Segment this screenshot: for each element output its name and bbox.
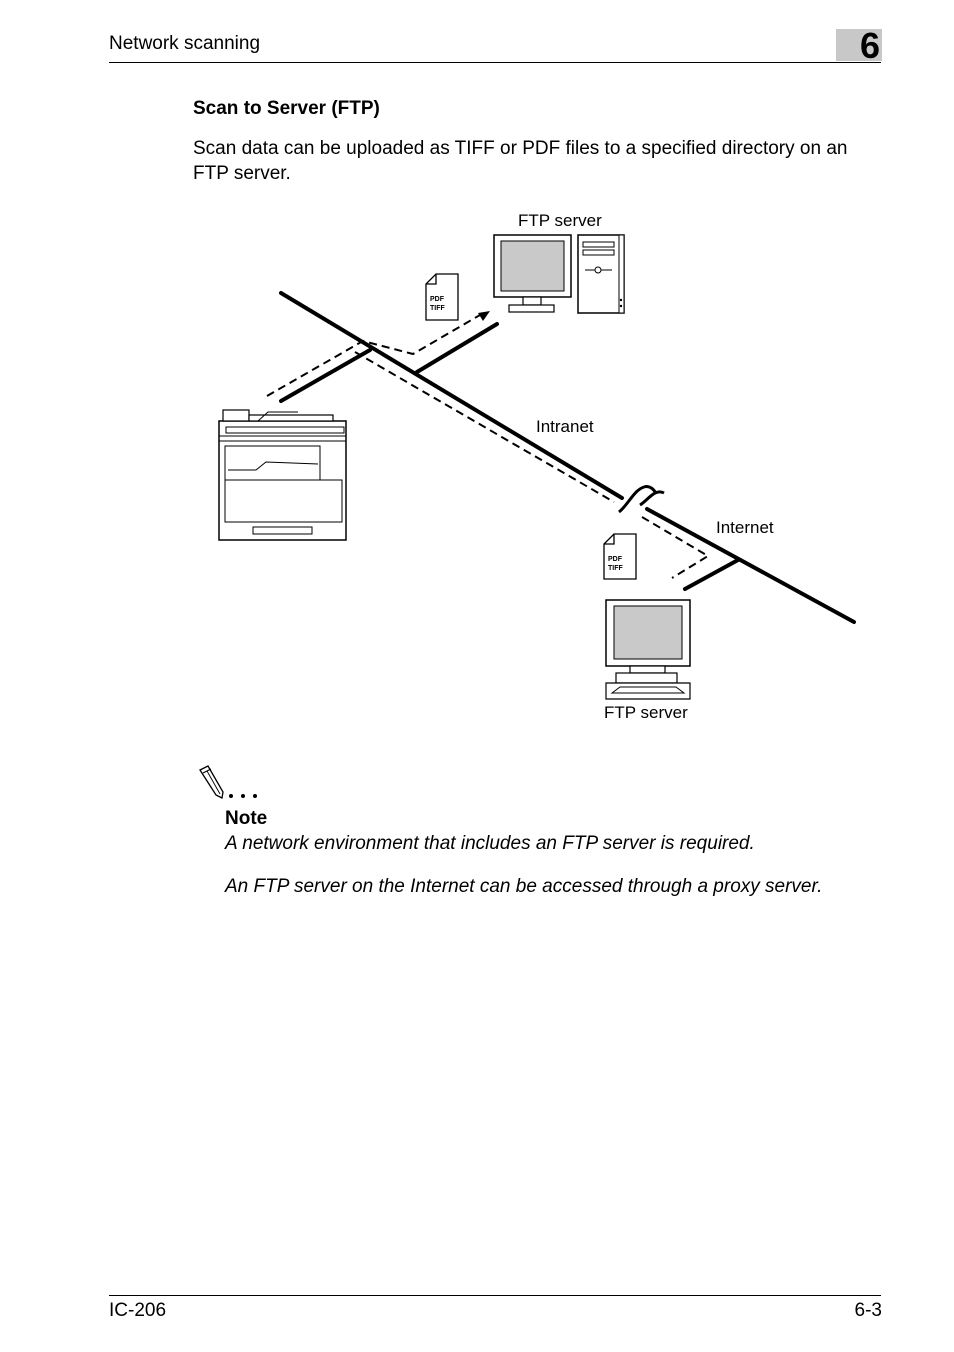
mfp-icon	[218, 409, 347, 541]
internet-line	[645, 507, 856, 624]
intranet-label: Intranet	[536, 417, 594, 436]
footer-rule	[109, 1295, 881, 1296]
note-line-2: An FTP server on the Internet can be acc…	[225, 876, 823, 897]
ftp-server-bottom-icon	[605, 599, 691, 700]
ftp-bottom-branch-line	[683, 558, 740, 591]
intranet-line	[279, 291, 624, 500]
file-icon-top: PDF TIFF	[425, 273, 459, 321]
footer-page-number: 6-3	[854, 1300, 882, 1321]
pencil-note-icon	[199, 765, 257, 799]
chapter-tab	[836, 29, 882, 61]
file-icon-bottom: PDF TIFF	[603, 533, 637, 580]
file-icon-top-label2: TIFF	[430, 305, 445, 312]
ftp-top-branch-line	[415, 322, 499, 374]
internet-label: Internet	[716, 518, 774, 537]
mfp-branch-line	[279, 348, 372, 403]
network-diagram: PDF TIFF PDF TIFF	[218, 211, 856, 722]
running-header: Network scanning	[109, 33, 261, 54]
chapter-number: 6	[859, 25, 880, 66]
header-rule	[109, 62, 881, 63]
dashed-path-top	[266, 314, 481, 397]
footer-model: IC-206	[109, 1300, 167, 1321]
ftp-server-top-icon	[493, 234, 625, 314]
section-title: Scan to Server (FTP)	[193, 98, 380, 119]
file-icon-bottom-label2: TIFF	[608, 565, 623, 572]
intro-paragraph: Scan data can be uploaded as TIFF or PDF…	[193, 138, 848, 184]
dashed-path-bottom	[354, 351, 615, 503]
network-break-icon	[618, 485, 658, 514]
ftp-server-bottom-label: FTP server	[604, 703, 688, 722]
note-title: Note	[225, 808, 268, 829]
file-icon-bottom-label1: PDF	[608, 556, 623, 563]
file-icon-top-label1: PDF	[430, 296, 445, 303]
note-line-1: A network environment that includes an F…	[225, 833, 755, 854]
ftp-server-top-label: FTP server	[518, 211, 602, 230]
